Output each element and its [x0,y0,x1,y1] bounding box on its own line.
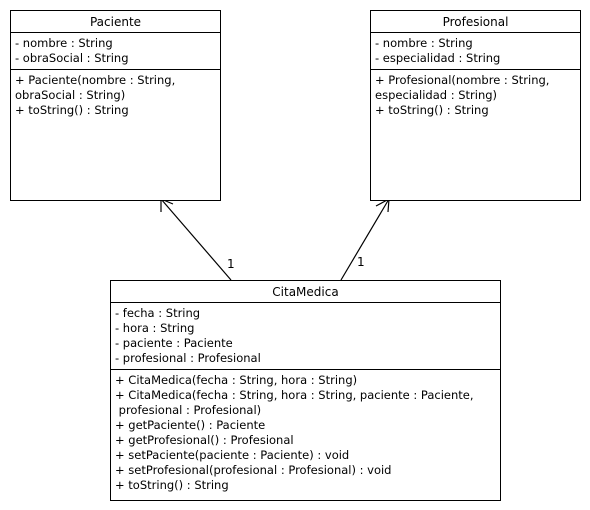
method: + Profesional(nombre : String, [375,73,550,87]
method: + setProfesional(profesional : Profesion… [115,463,392,477]
method: + setPaciente(paciente : Paciente) : voi… [115,448,350,462]
class-paciente-methods: + Paciente(nombre : String, obraSocial :… [11,70,220,121]
attribute: - hora : String [115,321,195,335]
method: + toString() : String [115,478,229,492]
attribute: - nombre : String [15,36,113,50]
method: obraSocial : String) [15,88,126,102]
class-profesional-name: Profesional [371,11,580,33]
attribute: - nombre : String [375,36,473,50]
association-line-paciente [160,198,232,281]
class-citamedica-methods: + CitaMedica(fecha : String, hora : Stri… [111,370,500,496]
multiplicity-paciente: 1 [227,257,235,271]
method: + getProfesional() : Profesional [115,433,294,447]
class-profesional-attributes: - nombre : String - especialidad : Strin… [371,33,580,70]
method: especialidad : String) [375,88,498,102]
attribute: - especialidad : String [375,51,501,65]
method: + toString() : String [375,103,489,117]
class-citamedica-attributes: - fecha : String - hora : String - pacie… [111,303,500,370]
attribute: - fecha : String [115,306,201,320]
association-line-profesional [340,198,390,281]
class-paciente-attributes: - nombre : String - obraSocial : String [11,33,220,70]
class-profesional-methods: + Profesional(nombre : String, especiali… [371,70,580,121]
method: + Paciente(nombre : String, [15,73,176,87]
attribute: - paciente : Paciente [115,336,233,350]
class-citamedica[interactable]: CitaMedica - fecha : String - hora : Str… [110,280,501,501]
class-paciente-name: Paciente [11,11,220,33]
method: + CitaMedica(fecha : String, hora : Stri… [115,388,474,402]
method: + CitaMedica(fecha : String, hora : Stri… [115,373,358,387]
class-profesional[interactable]: Profesional - nombre : String - especial… [370,10,581,201]
method: + toString() : String [15,103,129,117]
attribute: - obraSocial : String [15,51,129,65]
attribute: - profesional : Profesional [115,351,261,365]
method: profesional : Profesional) [115,403,262,417]
multiplicity-profesional: 1 [357,255,365,269]
class-paciente[interactable]: Paciente - nombre : String - obraSocial … [10,10,221,201]
method: + getPaciente() : Paciente [115,418,266,432]
class-citamedica-name: CitaMedica [111,281,500,303]
